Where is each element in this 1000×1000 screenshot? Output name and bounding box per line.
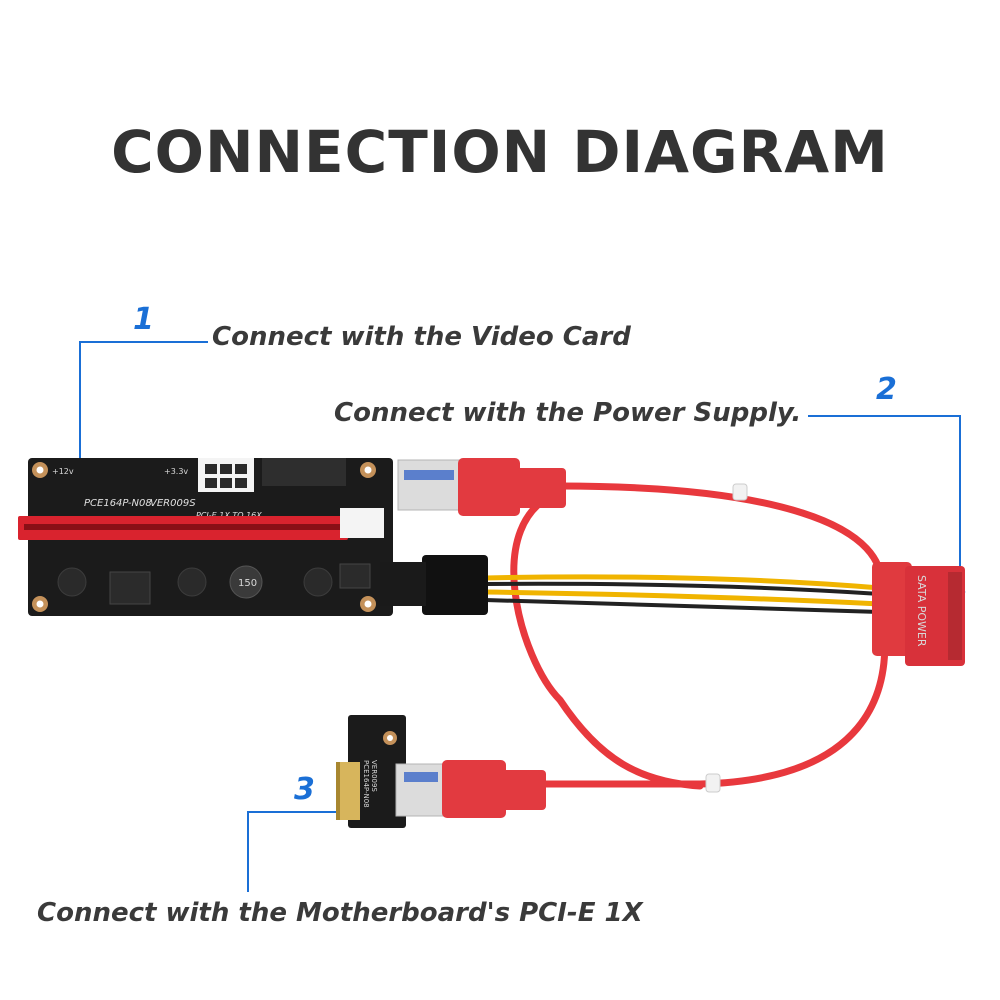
page-title: CONNECTION DIAGRAM (111, 118, 889, 186)
board-model-label: PCE164P-N08 (84, 498, 152, 509)
power-cable (484, 574, 881, 614)
board-label-12v: +12v (52, 467, 74, 476)
board-version-label: VER009S (150, 498, 196, 509)
riser-board: +12v +3.3v PCE164P-N08 VER009S PCI-E 1X … (18, 458, 393, 616)
callout-text-2: Connect with the Power Supply. (334, 398, 802, 428)
callout-text-1: Connect with the Video Card (212, 322, 631, 352)
callout-number-2: 2 (876, 372, 897, 407)
usb-cable (510, 482, 889, 793)
usb-plug-bottom (442, 760, 546, 818)
adapter-version-label: VER009S (370, 760, 378, 792)
callout-number-3: 3 (294, 772, 315, 807)
callout-line-3 (247, 805, 352, 892)
callout-text-3: Connect with the Motherboard's PCI-E 1X (37, 898, 643, 928)
usb-plug-top (458, 458, 566, 516)
six-pin-plug (380, 555, 488, 615)
adapter-model-label: PCE164P-N08 (362, 760, 370, 808)
sata-power-connector: SATA POWER (872, 562, 965, 666)
board-spec-label: PCI-E 1X TO 16X (196, 511, 262, 520)
callout-number-1: 1 (133, 302, 154, 337)
board-label-33v: +3.3v (164, 467, 188, 476)
capacitor-label: 150 (238, 578, 257, 589)
board-usb-port (397, 459, 461, 511)
pcie-1x-adapter: VER009S PCE164P-N08 (336, 715, 406, 828)
adapter-usb-port (395, 763, 447, 817)
sata-label: SATA POWER (915, 575, 928, 647)
